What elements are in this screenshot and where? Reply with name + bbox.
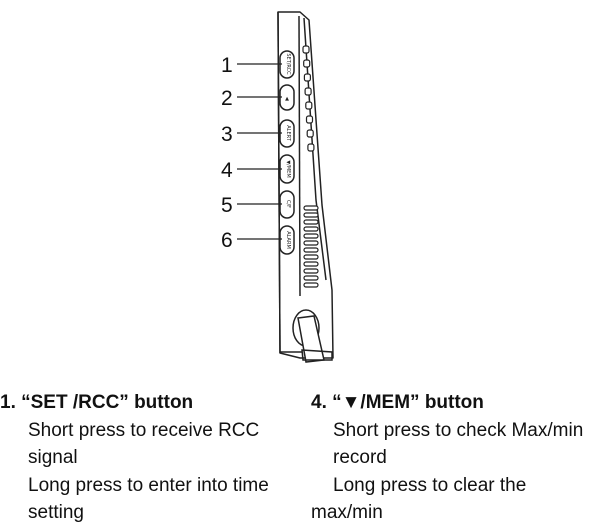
callout-4: 4 xyxy=(221,159,233,182)
description-down-mem-line-2: record xyxy=(333,447,387,468)
description-down-mem-line-3: Long press to clear the xyxy=(333,474,527,496)
description-down-mem-title: 4. “▼/MEM” button xyxy=(311,392,484,413)
callout-1: 1 xyxy=(221,54,233,77)
description-set-rcc: 1. “SET /RCC” button Short press to rece… xyxy=(0,389,300,527)
callout-5: 5 xyxy=(221,194,233,217)
button-down-mem-label: ▼/MEM xyxy=(285,160,291,177)
vent-slot-lower xyxy=(303,268,319,274)
description-down-mem-line-1: Short press to check Max/min xyxy=(333,419,584,441)
description-set-rcc-title: 1. “SET /RCC” button xyxy=(0,392,194,413)
description-set-rcc-line-2: signal xyxy=(28,447,78,468)
description-down-mem-line-4: max/min xyxy=(311,502,383,523)
description-set-rcc-line-4: setting xyxy=(28,502,84,523)
button-alert-label: ALERT xyxy=(285,125,291,141)
vent-slot-lower xyxy=(303,254,319,260)
vent-slot-lower xyxy=(303,212,319,218)
vent-slot-lower xyxy=(303,205,319,211)
vent-slot-lower xyxy=(303,282,319,288)
vent-slot-upper xyxy=(305,115,314,124)
device-panel-edge xyxy=(298,15,301,297)
vent-slot-upper xyxy=(303,59,311,68)
vent-slot-upper xyxy=(302,45,310,54)
callout-3: 3 xyxy=(221,123,233,146)
vent-slot-lower xyxy=(303,261,319,267)
vent-slot-lower xyxy=(303,233,319,239)
stand-foot xyxy=(301,349,333,361)
vent-slot-lower xyxy=(303,219,319,225)
vent-slot-upper xyxy=(307,143,315,152)
vent-slot-lower xyxy=(303,240,319,246)
button-set-rcc-label: SET/RCC xyxy=(285,53,291,75)
vent-slot-upper xyxy=(305,101,313,110)
device-front-edge xyxy=(277,11,281,354)
button-up-label: ▲ xyxy=(285,96,289,102)
callout-6: 6 xyxy=(221,229,233,252)
vent-slot-lower xyxy=(303,226,319,232)
vent-slot-upper xyxy=(304,87,312,96)
button-alarm xyxy=(279,225,295,255)
vent-slot-lower xyxy=(303,275,319,281)
description-set-rcc-line-3: Long press to enter into time xyxy=(28,474,269,496)
device-body-outline xyxy=(277,11,334,359)
button-c-f-label: C/F xyxy=(285,200,291,208)
description-set-rcc-line-1: Short press to receive RCC xyxy=(28,419,260,441)
callout-2: 2 xyxy=(221,87,233,110)
button-alarm-label: ALARM xyxy=(285,231,291,249)
vent-slot-lower xyxy=(303,247,319,253)
device-side-view-diagram: SET/RCC ▲ ALERT ▼/MEM C/F ALARM xyxy=(237,11,334,363)
vent-slot-upper xyxy=(306,129,314,138)
description-down-mem: 4. “▼/MEM” button Short press to check M… xyxy=(311,389,603,527)
vent-slot-upper xyxy=(303,73,311,82)
